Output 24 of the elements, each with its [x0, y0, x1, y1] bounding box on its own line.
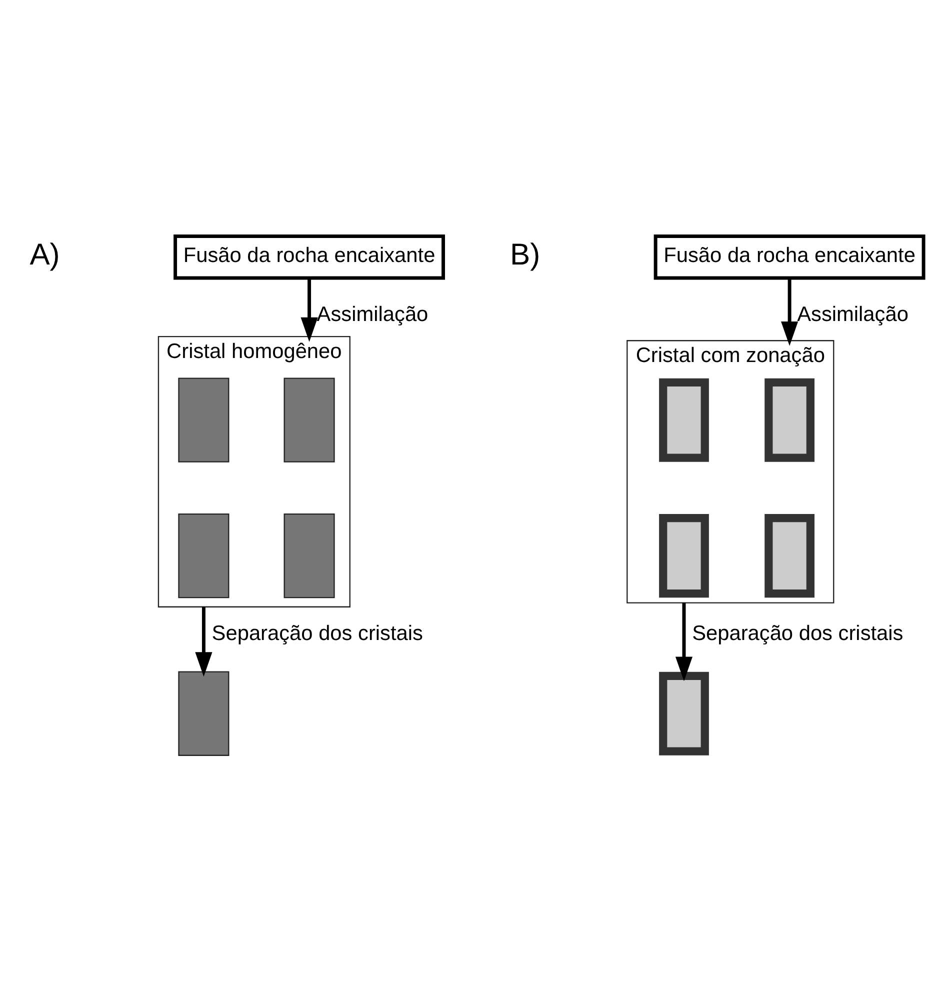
edge-label: Separação dos cristais: [692, 621, 904, 644]
arrow: [675, 602, 693, 681]
node-box: Fusão da rocha encaixante: [174, 234, 445, 280]
edge-label: Assimilação: [797, 302, 908, 326]
node-box: Fusão da rocha encaixante: [654, 234, 926, 280]
cluster: Cristal com zonação: [626, 340, 834, 603]
node-box: [178, 377, 230, 462]
node-box: [178, 512, 230, 598]
node-box: [284, 512, 335, 598]
arrow: [300, 278, 318, 342]
edge-label: Assimilação: [316, 302, 428, 326]
arrow: [195, 606, 212, 676]
node-box: [284, 377, 335, 462]
arrow: [781, 278, 798, 346]
node-box: [659, 378, 709, 462]
node-box: [178, 670, 230, 756]
node-box: [659, 671, 709, 755]
node-box: [659, 514, 709, 598]
label: B): [510, 238, 540, 271]
node-box: [764, 378, 814, 462]
label: A): [30, 238, 60, 271]
cluster: Cristal homogêneo: [158, 336, 350, 607]
node-box: [764, 514, 814, 598]
edge-label: Separação dos cristais: [212, 621, 423, 644]
